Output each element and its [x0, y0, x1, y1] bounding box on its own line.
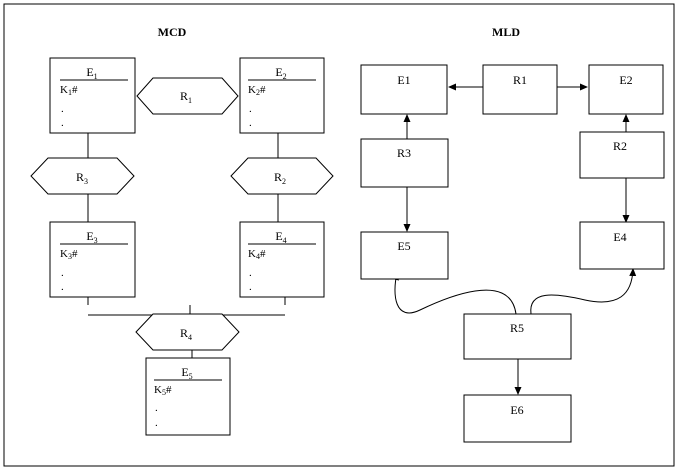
mcd-entity-e3-key-sub: 3	[68, 252, 72, 261]
mcd-entity-e2-key-suffix: #	[260, 84, 266, 96]
mcd-relation-r2-sub: 2	[282, 177, 286, 186]
mcd-entity-e3-sub: 3	[94, 236, 98, 245]
mcd-entity-e1-key-sub: 1	[68, 88, 72, 97]
mcd-relation-r4-sub: 4	[188, 333, 192, 342]
svg-text:K5#: K5#	[154, 384, 172, 397]
arrow-r5-to-e5	[392, 272, 517, 315]
svg-text:K3#: K3#	[60, 248, 78, 261]
mcd-entity-e4-key-sub: 4	[256, 252, 260, 261]
mcd-relation-r1-name: R	[180, 89, 188, 103]
mcd-relation-r3-name: R	[76, 170, 84, 184]
mcd-entity-e4-key-suffix: #	[260, 248, 266, 260]
svg-text:K4#: K4#	[248, 248, 266, 261]
mld-table-r3-label: R3	[397, 146, 411, 160]
mcd-entity-e1: E1 K1# . .	[49, 57, 136, 134]
mcd-entity-e1-name: E	[86, 65, 93, 79]
outer-border	[3, 3, 675, 467]
mld-table-r2-label: R2	[613, 139, 627, 153]
mld-table-e1: E1	[360, 64, 448, 115]
mld-table-r1: R1	[482, 64, 558, 115]
mcd-entity-e4-dot: .	[249, 267, 252, 279]
mcd-entity-e3-dot: .	[61, 281, 64, 293]
mld-table-e6: E6	[463, 394, 572, 443]
mld-table-e4: E4	[579, 221, 665, 270]
mcd-entity-e3: E3 K3# . .	[49, 221, 136, 298]
arrow-r5-to-e4	[530, 268, 637, 315]
mld-table-e1-label: E1	[397, 73, 410, 87]
mcd-entity-e4: E4 K4# . .	[239, 221, 325, 298]
svg-text:K2#: K2#	[248, 84, 266, 97]
mld-table-e5: E5	[360, 231, 449, 280]
mcd-entity-e3-key-suffix: #	[72, 248, 78, 260]
mld-table-r1-label: R1	[513, 73, 527, 87]
mld-table-r3: R3	[360, 138, 449, 188]
mld-table-e2-label: E2	[619, 73, 632, 87]
mcd-entity-e4-sub: 4	[283, 236, 287, 245]
mld-title: MLD	[492, 25, 520, 39]
mcd-entity-e4-key: K	[248, 248, 256, 260]
mld-table-e6-label: E6	[510, 403, 523, 417]
svg-text:R4: R4	[180, 326, 192, 342]
svg-text:K1#: K1#	[60, 84, 78, 97]
mcd-entity-e2-name: E	[275, 65, 282, 79]
mcd-entity-e2: E2 K2# . .	[239, 57, 325, 134]
mcd-entity-e3-dot: .	[61, 267, 64, 279]
mcd-entity-e1-key-suffix: #	[72, 84, 78, 96]
mcd-relation-r3-sub: 3	[84, 177, 88, 186]
mcd-entity-e2-sub: 2	[283, 72, 287, 81]
mcd-entity-e4-dot: .	[249, 281, 252, 293]
svg-text:E5: E5	[181, 365, 192, 381]
mcd-relation-r1: R1	[136, 77, 239, 115]
mcd-relation-r3: R3	[30, 157, 135, 195]
mld-table-r5-label: R5	[510, 321, 524, 335]
mcd-relation-r1-sub: 1	[188, 96, 192, 105]
mcd-entity-e1-dot: .	[61, 103, 64, 115]
mcd-entity-e5-dot: .	[155, 417, 158, 429]
mcd-entity-e2-key: K	[248, 84, 256, 96]
mcd-title: MCD	[158, 25, 187, 39]
mcd-entity-e3-key: K	[60, 248, 68, 260]
mcd-entity-e2-key-sub: 2	[256, 88, 260, 97]
svg-text:R1: R1	[180, 89, 192, 105]
mcd-entity-e5-dot: .	[155, 402, 158, 414]
svg-text:E1: E1	[86, 65, 97, 81]
mcd-entity-e5-key: K	[154, 384, 162, 396]
mcd-entity-e5-key-suffix: #	[166, 384, 172, 396]
svg-text:R2: R2	[274, 170, 286, 186]
mcd-entity-e3-name: E	[86, 229, 93, 243]
mcd-entity-e5: E5 K5# . .	[145, 357, 231, 436]
mcd-relation-r2: R2	[230, 157, 334, 195]
mcd-entity-e1-sub: 1	[94, 72, 98, 81]
mcd-entity-e2-dot: .	[249, 117, 252, 129]
mcd-entity-e2-dot: .	[249, 103, 252, 115]
mcd-entity-e4-name: E	[275, 229, 282, 243]
svg-text:E3: E3	[86, 229, 97, 245]
mcd-relation-r4: R4	[135, 313, 240, 351]
mld-table-e4-label: E4	[613, 230, 626, 244]
mcd-entity-e5-key-sub: 5	[162, 388, 166, 397]
mld-table-e5-label: E5	[397, 239, 410, 253]
mcd-entity-e5-sub: 5	[189, 372, 193, 381]
mld-arrows	[392, 83, 637, 395]
mld-table-e2: E2	[588, 64, 664, 115]
mcd-relation-r4-name: R	[180, 326, 188, 340]
svg-text:R3: R3	[76, 170, 88, 186]
mcd-entity-e1-dot: .	[61, 117, 64, 129]
svg-text:E4: E4	[275, 229, 286, 245]
mcd-entity-e5-name: E	[181, 365, 188, 379]
mcd-relation-r2-name: R	[274, 170, 282, 184]
mcd-entity-e1-key: K	[60, 84, 68, 96]
svg-text:E2: E2	[275, 65, 286, 81]
mld-table-r2: R2	[579, 131, 665, 179]
mld-table-r5: R5	[463, 313, 572, 360]
